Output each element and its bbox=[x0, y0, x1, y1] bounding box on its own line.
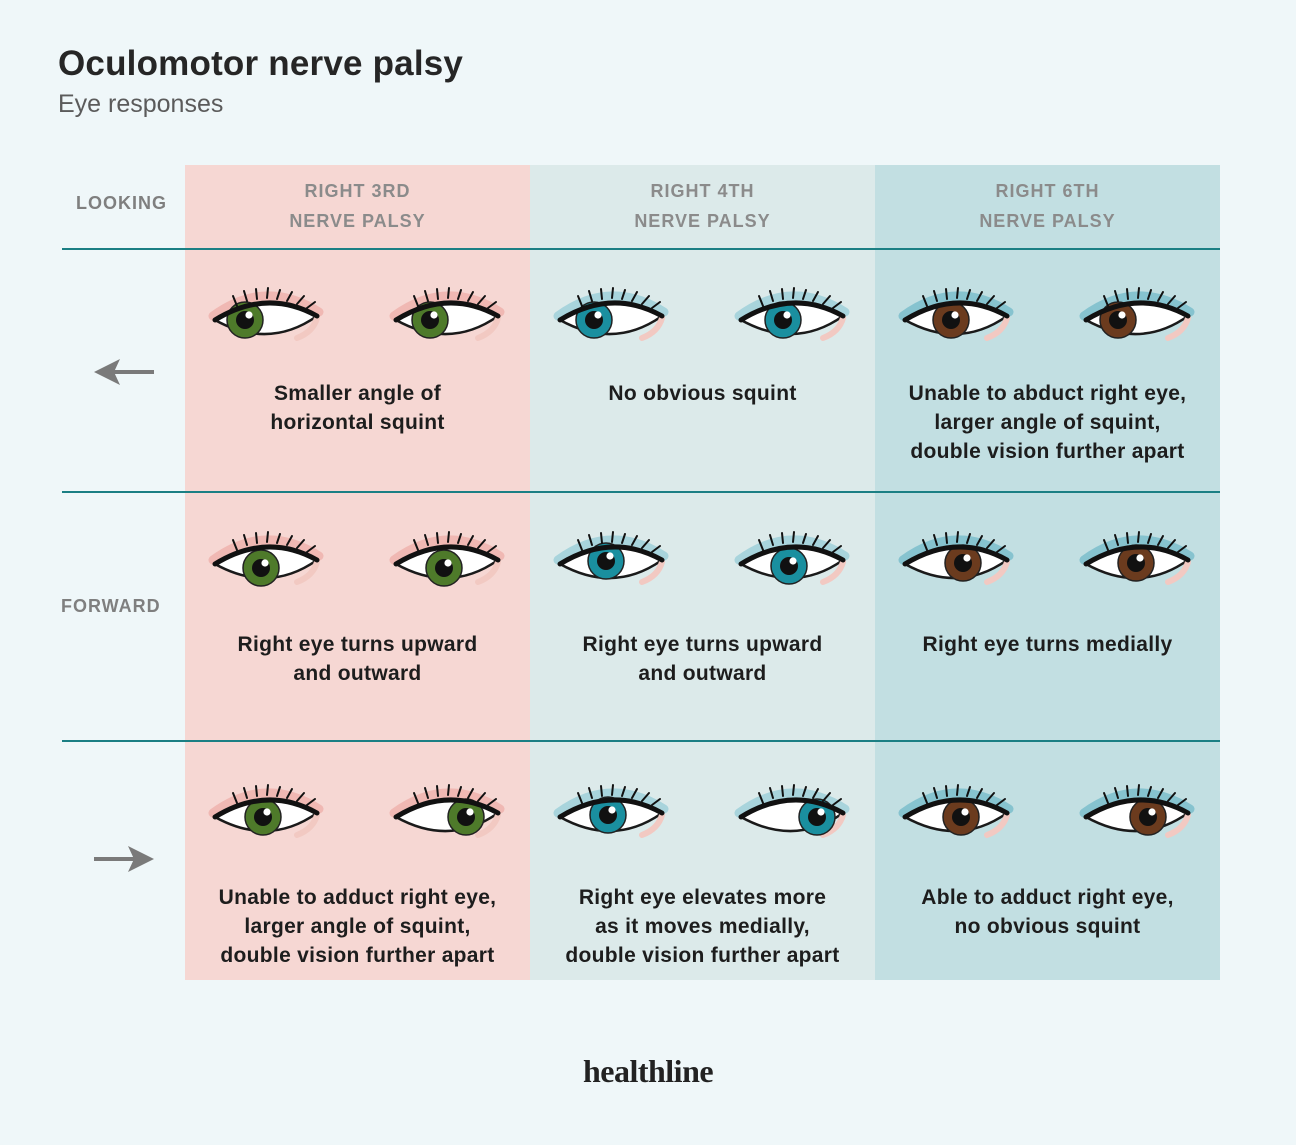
page-title: Oculomotor nerve palsy bbox=[58, 44, 464, 83]
eye-pair-r1-c2 bbox=[875, 530, 1220, 600]
eye-icon-left-eye bbox=[389, 531, 505, 587]
eye-pair-r0-c0 bbox=[185, 286, 530, 356]
forward-label: FORWARD bbox=[61, 596, 161, 616]
eye-icon-left-eye bbox=[1079, 287, 1195, 341]
eye-pair-r1-c0 bbox=[185, 530, 530, 600]
eye-icon-left-eye bbox=[1079, 531, 1195, 585]
row-divider bbox=[62, 740, 1220, 742]
arrow-right-icon bbox=[94, 846, 154, 872]
description-r2-c2: Able to adduct right eye,no obvious squi… bbox=[921, 886, 1174, 938]
eye-icon-right-eye bbox=[898, 784, 1014, 838]
eye-icon-left-eye bbox=[1079, 784, 1195, 838]
eye-pair-r2-c0 bbox=[185, 783, 530, 853]
row-divider bbox=[62, 491, 1220, 493]
eye-icon-right-eye bbox=[553, 784, 669, 838]
description-r2-c0: Unable to adduct right eye,larger angle … bbox=[218, 886, 497, 967]
page-subtitle: Eye responses bbox=[58, 90, 224, 118]
eye-icon-right-eye bbox=[898, 531, 1014, 585]
eye-icon-left-eye bbox=[389, 287, 505, 341]
eye-pair-r0-c2 bbox=[875, 286, 1220, 356]
eye-icon-left-eye bbox=[734, 531, 850, 585]
eye-icon-left-eye bbox=[734, 784, 850, 838]
healthline-logo: healthline bbox=[582, 1053, 714, 1089]
description-r0-c1: No obvious squint bbox=[608, 382, 797, 405]
looking-label: LOOKING bbox=[76, 193, 167, 213]
eye-icon-right-eye bbox=[208, 531, 324, 587]
eye-pair-r1-c1 bbox=[530, 530, 875, 600]
eye-icon-left-eye bbox=[734, 287, 850, 341]
description-r1-c2: Right eye turns medially bbox=[922, 633, 1173, 656]
eye-icon-right-eye bbox=[898, 287, 1014, 341]
description-r0-c2: Unable to abduct right eye,larger angle … bbox=[908, 382, 1187, 463]
row-divider bbox=[62, 248, 1220, 250]
eye-icon-right-eye bbox=[208, 287, 324, 341]
eye-icon-right-eye bbox=[208, 784, 324, 838]
eye-icon-right-eye bbox=[553, 531, 669, 585]
eye-pair-r0-c1 bbox=[530, 286, 875, 356]
eye-icon-left-eye bbox=[389, 784, 505, 838]
arrow-left-icon bbox=[94, 359, 154, 385]
eye-pair-r2-c1 bbox=[530, 783, 875, 853]
eye-pair-r2-c2 bbox=[875, 783, 1220, 853]
eye-icon-right-eye bbox=[553, 287, 669, 341]
